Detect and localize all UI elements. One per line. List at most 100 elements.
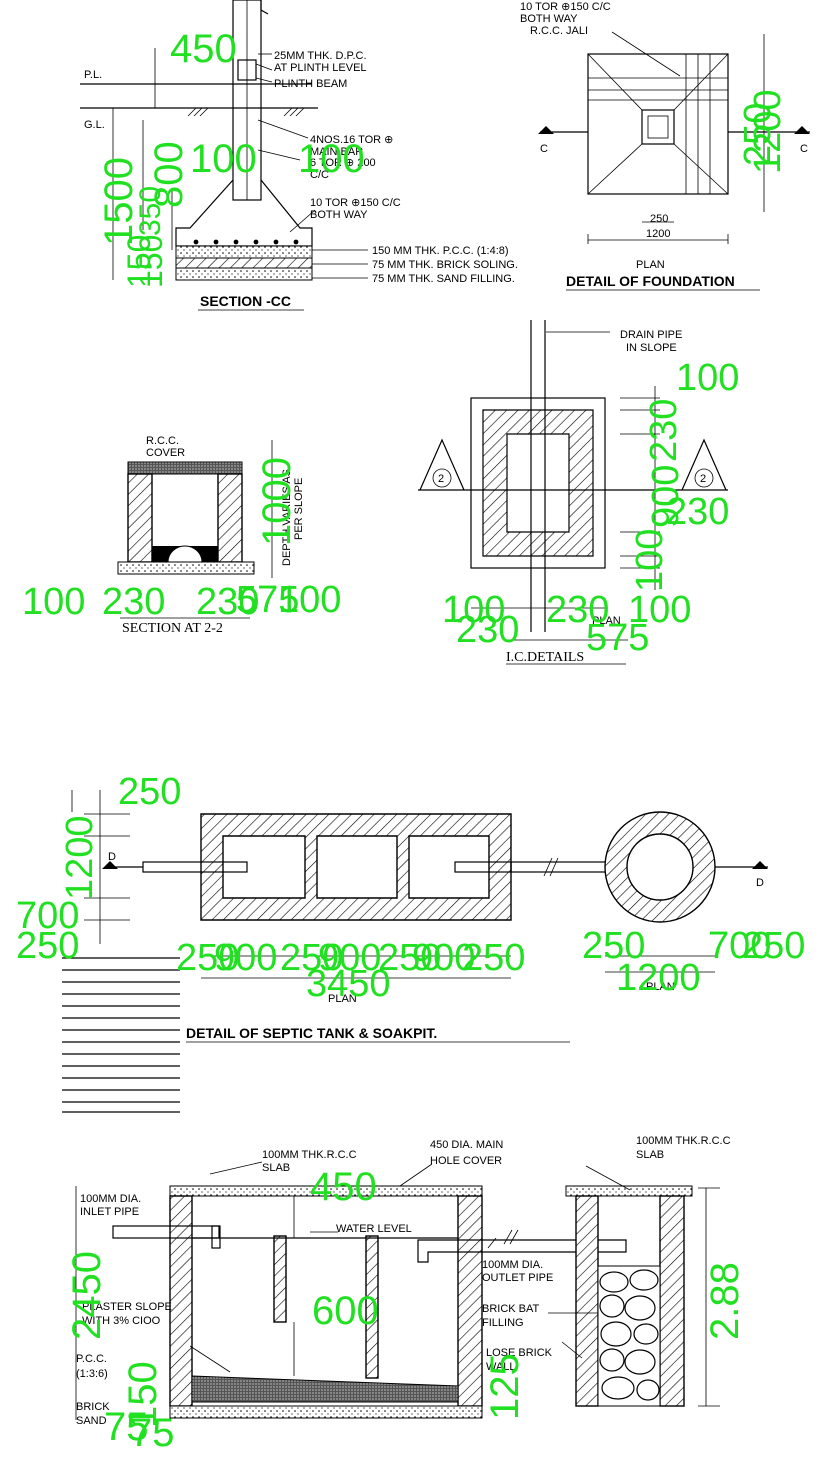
- foundation-section: P.L. G.L. 25MM THK. D.P.C. AT PLINTH LEV…: [80, 0, 518, 311]
- note-tor-a: 10 TOR ⊕150 C/C: [310, 197, 401, 209]
- layer-brick-soling: 75 MM THK. BRICK SOLING.: [372, 259, 518, 271]
- ic-section: R.C.C. COVER DEPTH VARIES AS PER SLOPE S…: [22, 435, 341, 636]
- dim-800: 800: [147, 141, 191, 208]
- septic-plan: D D PLAN PLAN DETAIL OF SEPTIC TANK & SO…: [16, 771, 805, 1113]
- dim-150-b: 150: [133, 235, 169, 288]
- layer-pcc: 150 MM THK. P.C.C. (1:4:8): [372, 245, 509, 257]
- septic-dim-250-bottom: 250: [16, 925, 79, 967]
- foundation-plan-label: PLAN: [636, 259, 665, 271]
- septic-dim-b-900-a: 900: [214, 937, 277, 979]
- ic-dim-575: 575: [236, 579, 299, 621]
- soak-dim-700: 700: [708, 925, 771, 967]
- septic-dim-b-250-d: 250: [462, 937, 525, 979]
- layer-sand-filling: 75 MM THK. SAND FILLING.: [372, 273, 515, 285]
- ic-depth-note-a: DEPTH VARIES AS: [281, 469, 293, 566]
- note-plinth-beam: PLINTH BEAM: [274, 78, 347, 90]
- septic-dim-b-250-c: 250: [378, 937, 441, 979]
- septic-dim-b-250-a: 250: [176, 937, 239, 979]
- note-slab-right-b: SLAB: [636, 1149, 664, 1161]
- plan-dim-250-small: 250: [650, 213, 668, 225]
- ic-cover-a: R.C.C.: [146, 435, 179, 447]
- section-dim-600: 600: [312, 1289, 379, 1333]
- section-dim-2450: 2450: [65, 1251, 109, 1340]
- soak-plan-label: PLAN: [646, 981, 675, 993]
- section-mark-c-right: C: [800, 143, 808, 155]
- ic-marker-left: 2: [438, 473, 444, 485]
- ic-details-title: I.C.DETAILS: [506, 650, 584, 665]
- level-pl: P.L.: [84, 69, 102, 81]
- septic-dim-700: 700: [16, 895, 79, 937]
- note-dpc: 25MM THK. D.P.C.: [274, 50, 367, 62]
- ic-dim-1000: 1000: [255, 457, 299, 546]
- ic-section-title: SECTION AT 2-2: [122, 621, 223, 636]
- note-main-bar-a: 4NOS.16 TOR ⊕: [310, 134, 393, 146]
- section-dim-75-b: 75: [130, 1411, 175, 1455]
- note-plaster-b: WITH 3% CIOO: [82, 1315, 161, 1327]
- section-dim-75-a: 75: [104, 1405, 149, 1449]
- ic-plan-label: PLAN: [592, 615, 621, 627]
- section-dim-2-88: 2.88: [703, 1262, 747, 1340]
- septic-plan-label: PLAN: [328, 993, 357, 1005]
- section-dim-150: 150: [121, 1361, 165, 1428]
- septic-dim-b-900-b: 900: [318, 937, 381, 979]
- ic-plan: DRAIN PIPE IN SLOPE 2 2 PLAN I.C.DETAILS…: [418, 320, 739, 665]
- ic-dim-230-b: 230: [196, 581, 259, 623]
- note-slab-left-a: 100MM THK.R.C.C: [262, 1149, 357, 1161]
- note-manhole-b: HOLE COVER: [430, 1155, 502, 1167]
- plan-note-jali: R.C.C. JALI: [530, 25, 588, 37]
- ic-dim-b-230-left: 230: [456, 609, 519, 651]
- section-dim-450: 450: [310, 1165, 377, 1209]
- dim-1500: 1500: [97, 157, 141, 246]
- note-lose-brick-a: LOSE BRICK: [486, 1347, 553, 1359]
- foundation-plan: 10 TOR ⊕150 C/C BOTH WAY R.C.C. JALI C C…: [520, 1, 810, 291]
- foundation-title: DETAIL OF FOUNDATION: [566, 273, 735, 289]
- ic-dim-b-100-right: 100: [628, 589, 691, 631]
- septic-dim-1200: 1200: [59, 815, 101, 900]
- ic-dim-100-left: 100: [22, 581, 85, 623]
- note-water-level: WATER LEVEL: [336, 1223, 412, 1235]
- note-manhole-a: 450 DIA. MAIN: [430, 1139, 503, 1151]
- ic-dim-r-100-bottom: 100: [629, 529, 671, 592]
- note-brick-a: BRICK: [76, 1401, 110, 1413]
- ic-dim-b-575: 575: [586, 617, 649, 659]
- note-slab-left-b: SLAB: [262, 1162, 290, 1174]
- plan-dim-1200: 1200: [747, 89, 789, 174]
- soak-dim-1200: 1200: [616, 957, 701, 999]
- ic-dim-r-100-top: 100: [676, 357, 739, 399]
- section-dim-125: 125: [483, 1353, 527, 1420]
- septic-section: 100MM THK.R.C.C SLAB 450 DIA. MAIN HOLE …: [65, 1135, 747, 1455]
- ic-dim-b-100-left: 100: [442, 589, 505, 631]
- note-slab-right-a: 100MM THK.R.C.C: [636, 1135, 731, 1147]
- dim-100-a: 100: [190, 137, 257, 181]
- septic-dim-250-top: 250: [118, 771, 181, 813]
- note-pcc-b: (1:3:6): [76, 1368, 108, 1380]
- note-brick-b: SAND: [76, 1415, 107, 1427]
- note-plinth-level: AT PLINTH LEVEL: [274, 62, 367, 74]
- soak-dim-250-right: 250: [742, 925, 805, 967]
- note-pcc-a: P.C.C.: [76, 1353, 107, 1365]
- ic-dim-r-230-top: 230: [643, 399, 685, 462]
- ic-marker-right: 2: [700, 473, 706, 485]
- section-mark-c-left: C: [540, 143, 548, 155]
- level-gl: G.L.: [84, 119, 105, 131]
- septic-mark-d-right: D: [756, 877, 764, 889]
- note-inlet-a: 100MM DIA.: [80, 1193, 141, 1205]
- septic-dim-b-900-c: 900: [412, 937, 475, 979]
- note-plaster-a: PLASTER SLOPE: [82, 1301, 172, 1313]
- dim-350: 350: [134, 186, 167, 236]
- septic-mark-d-left: D: [108, 851, 116, 863]
- plan-dim-1200-small: 1200: [646, 228, 670, 240]
- ic-dim-r-230-bottom: 230: [666, 491, 729, 533]
- note-outlet-b: OUTLET PIPE: [482, 1272, 553, 1284]
- ic-dim-r-900: 900: [645, 465, 687, 528]
- note-main-bar-b: MAIN BAR: [310, 146, 363, 158]
- note-outlet-a: 100MM DIA.: [482, 1259, 543, 1271]
- note-brickbat-a: BRICK BAT: [482, 1303, 540, 1315]
- note-brickbat-b: FILLING: [482, 1317, 524, 1329]
- septic-title: DETAIL OF SEPTIC TANK & SOAKPIT.: [186, 1025, 437, 1041]
- note-inlet-b: INLET PIPE: [80, 1206, 139, 1218]
- septic-dim-b-250-b: 250: [280, 937, 343, 979]
- plan-dim-250: 250: [737, 103, 779, 166]
- septic-dim-3450: 3450: [306, 963, 391, 1005]
